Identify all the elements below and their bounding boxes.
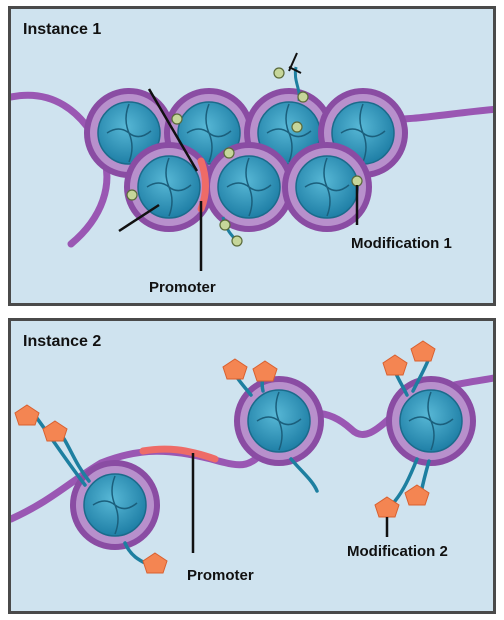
histone-tails: [31, 351, 433, 567]
modification-1-marks: [126, 67, 363, 247]
instance-1-title: Instance 1: [23, 21, 102, 38]
promoter-region: [139, 445, 219, 463]
instance-1-illustration: [11, 52, 493, 271]
nucleosome: [386, 376, 476, 466]
nucleosome: [204, 142, 294, 232]
promoter-region: [197, 157, 209, 213]
promoter-label: Promoter: [187, 567, 254, 584]
instance-2-panel: Instance 2 Promoter Modification 2: [8, 318, 496, 614]
promoter-label: Promoter: [149, 279, 216, 296]
nucleosome: [124, 142, 214, 232]
modification-1-label: Modification 1: [351, 235, 452, 252]
modification-2-label: Modification 2: [347, 543, 448, 560]
histone-tail: [288, 52, 302, 74]
nucleosome: [234, 376, 324, 466]
nucleosome: [282, 142, 372, 232]
nucleosome: [70, 460, 160, 550]
instance-2-title: Instance 2: [23, 333, 102, 350]
instance-1-panel: Instance 1 Promoter Modification 1: [8, 6, 496, 306]
modification-2-marks: [14, 340, 436, 574]
instance-2-illustration: [11, 340, 493, 574]
pointer-line: [118, 203, 160, 233]
pointer-line: [147, 88, 199, 172]
